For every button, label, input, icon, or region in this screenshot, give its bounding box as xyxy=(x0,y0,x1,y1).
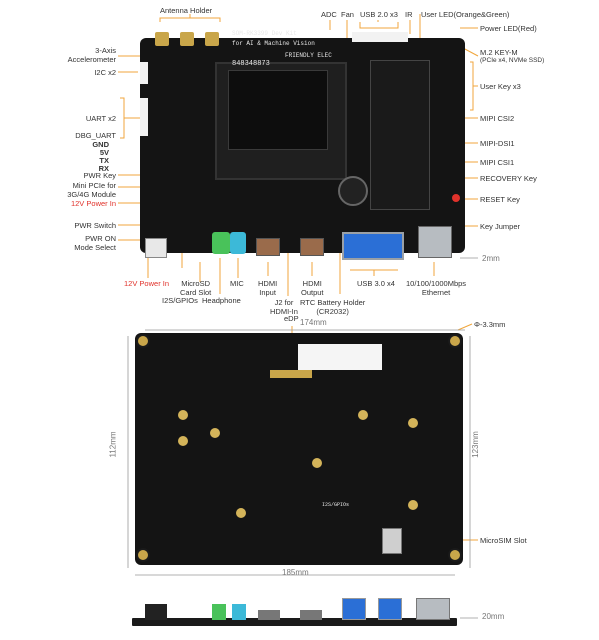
side-dc-jack xyxy=(145,604,167,620)
label-mini-pcie: Mini PCIe for 3G/4G Module xyxy=(67,181,116,199)
label-key-jumper: Key Jumper xyxy=(480,222,521,231)
side-green-jack xyxy=(212,604,226,620)
label-j2-hdmi: J2 for HDMI-In xyxy=(270,298,298,316)
label-hdmi-output: HDMI Output xyxy=(301,279,324,297)
label-user-key: User Key x3 xyxy=(480,82,521,91)
silk-serial: 848348873 xyxy=(232,60,270,68)
i2c-connector xyxy=(140,62,148,84)
mount-hole-br xyxy=(448,548,462,562)
label-i2c: I2C x2 xyxy=(94,68,116,77)
pad-6 xyxy=(312,458,322,468)
edp-connector xyxy=(270,370,312,378)
silk-tagline: for AI & Machine Vision xyxy=(232,40,315,47)
label-ir: IR xyxy=(405,10,413,19)
silk-model: SOM-RK3399 Dev Kit xyxy=(232,30,297,37)
dim-height-right: 123mm xyxy=(470,431,480,458)
side-cyan-jack xyxy=(232,604,246,620)
label-ethernet: 10/100/1000Mbps Ethernet xyxy=(406,279,467,297)
microsim-slot xyxy=(382,528,402,554)
pad-3 xyxy=(210,428,220,438)
label-pwr-key: PWR Key xyxy=(83,171,116,180)
hdmi-input-port xyxy=(256,238,280,256)
label-adc: ADC xyxy=(321,10,337,19)
side-hdmi-1 xyxy=(258,610,280,620)
m2-slot xyxy=(370,60,430,210)
heatsink xyxy=(228,70,328,150)
label-headphone: Headphone xyxy=(202,296,241,305)
antenna-holder-3 xyxy=(205,32,219,46)
label-rx: RX xyxy=(98,164,109,173)
side-ethernet xyxy=(416,598,450,620)
label-5v: 5V xyxy=(99,148,109,157)
silk-back-code: I2S/GPIOs xyxy=(322,502,350,508)
dim-side-thickness: 20mm xyxy=(482,612,505,621)
label-microsd: MicroSD Card Slot xyxy=(180,279,212,297)
dim-width-top: 174mm xyxy=(300,318,327,327)
label-recovery-key: RECOVERY Key xyxy=(480,174,537,183)
label-i2s-gpios: I2S/GPIOs xyxy=(162,296,198,305)
pad-8 xyxy=(408,500,418,510)
label-dbg-uart: DBG_UART xyxy=(75,131,116,140)
label-reset-key: RESET Key xyxy=(480,195,520,204)
label-m2: M.2 KEY-M xyxy=(480,48,518,57)
label-antenna-holder: Antenna Holder xyxy=(160,6,213,15)
pad-1 xyxy=(178,410,188,420)
reset-key-red xyxy=(452,194,460,202)
label-rtc: RTC Battery Holder (CR2032) xyxy=(300,298,366,316)
audio-green-jack xyxy=(212,232,230,254)
pad-5 xyxy=(408,418,418,428)
label-hdmi-input: HDMI Input xyxy=(258,279,278,297)
audio-cyan-jack xyxy=(230,232,246,254)
uart-connector xyxy=(140,98,148,136)
side-hdmi-2 xyxy=(300,610,322,620)
dim-thickness-top: 2mm xyxy=(482,254,500,263)
label-fan: Fan xyxy=(341,10,354,19)
pad-7 xyxy=(236,508,246,518)
label-accelerometer: 3-Axis Accelerometer xyxy=(67,46,116,64)
dc-jack xyxy=(145,238,167,258)
antenna-holder-2 xyxy=(180,32,194,46)
mount-hole-tr xyxy=(448,334,462,348)
silk-brand: FRIENDLY ELEC xyxy=(285,52,332,59)
label-usb30: USB 3.0 x4 xyxy=(357,279,395,288)
pad-2 xyxy=(178,436,188,446)
antenna-holder-1 xyxy=(155,32,169,46)
mount-hole-tl xyxy=(136,334,150,348)
pad-4 xyxy=(358,410,368,420)
label-tx: TX xyxy=(99,156,109,165)
label-gnd: GND xyxy=(92,140,109,149)
label-mic: MIC xyxy=(230,279,244,288)
mount-hole-bl xyxy=(136,548,150,562)
usb3-ports xyxy=(342,232,404,260)
label-microsim: MicroSIM Slot xyxy=(480,536,527,545)
hdmi-output-port xyxy=(300,238,324,256)
label-power-led: Power LED(Red) xyxy=(480,24,537,33)
label-12v-power-in-left: 12V Power In xyxy=(70,199,116,208)
usb2-connectors xyxy=(352,32,408,42)
dim-width-bottom: 185mm xyxy=(282,568,309,577)
label-pwr-switch: PWR Switch xyxy=(74,221,116,230)
label-hole-dia: Φ-3.3mm xyxy=(474,320,506,329)
label-mipi-dsi1: MIPI-DSI1 xyxy=(480,139,515,148)
label-mipi-csi2: MIPI CSI2 xyxy=(480,114,515,123)
label-edp: eDP xyxy=(284,314,299,323)
label-pwr-on-mode: PWR ON Mode Select xyxy=(74,234,116,252)
label-12v-power-in-bottom: 12V Power In xyxy=(124,279,170,288)
label-m2-sub: (PCIe x4, NVMe SSD) xyxy=(480,57,545,64)
dim-height-left: 112mm xyxy=(108,431,118,458)
side-usb3-2 xyxy=(378,598,402,620)
label-uart: UART x2 xyxy=(85,114,116,123)
label-user-led: User LED(Orange&Green) xyxy=(421,10,510,19)
side-usb3-1 xyxy=(342,598,366,620)
label-usb20: USB 2.0 x3 xyxy=(360,10,398,19)
rtc-battery-holder xyxy=(338,176,368,206)
ethernet-port xyxy=(418,226,452,258)
side-board xyxy=(132,618,457,626)
label-mipi-csi1: MIPI CSI1 xyxy=(480,158,515,167)
back-white-panel xyxy=(298,344,382,370)
